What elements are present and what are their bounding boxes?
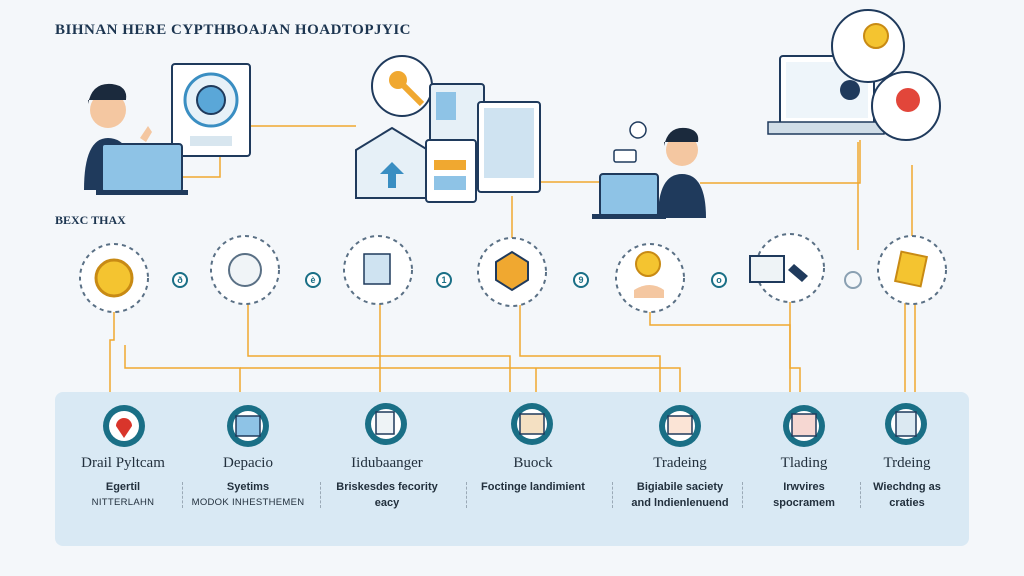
step-desc-3: Briskesdes fecority eacy [317, 479, 457, 511]
node-row [79, 233, 947, 313]
divider [860, 482, 861, 508]
node-3 [343, 235, 413, 305]
node-4 [477, 237, 547, 307]
step-desc-6-line1: Irwvires [783, 481, 825, 493]
step-desc-7: Wiechdng as craties [837, 479, 977, 511]
step-desc-2-line2: MODOK INHESTHEMEN [191, 497, 305, 508]
step-title-5: Tradeing [653, 455, 707, 471]
step-desc-1-line1: Egertil [105, 481, 141, 493]
divider [320, 482, 321, 508]
step-desc-4: Foctinge landimient [463, 479, 603, 495]
connector-badge-3: 1 [436, 272, 452, 288]
divider [182, 482, 183, 508]
section-label: BEXC THAX [55, 213, 126, 227]
node-1 [79, 243, 149, 313]
step-title-1: Drail Pyltcam [81, 455, 165, 471]
divider [466, 482, 467, 508]
chart-icon [783, 405, 825, 447]
step-desc-3-line1: Briskesdes fecority [336, 481, 438, 493]
connector-badge-4: 9 [573, 272, 589, 288]
step-desc-4-line1: Foctinge landimient [481, 481, 585, 493]
server-icon [227, 405, 269, 447]
node-2 [210, 235, 280, 305]
step-title-7: Trdeing [883, 455, 931, 471]
step-desc-6: Irwvires spocramem [734, 479, 874, 511]
step-title-3: Iidubaanger [351, 455, 423, 471]
step-desc-2-line1: Syetims [226, 481, 270, 493]
connector-badge-2: è [305, 272, 321, 288]
laptop-cloud-illustration [767, 9, 941, 141]
step-desc-7-line1: Wiechdng as [873, 481, 941, 493]
connector-badge-1: ð [172, 272, 188, 288]
report-icon [885, 403, 927, 445]
step-desc-5-line1: Bigiabile saciety [636, 481, 724, 493]
step-desc-7-line2: craties [889, 497, 925, 509]
node-7 [877, 235, 947, 305]
step-desc-2: Syetims MODOK INHESTHEMEN [178, 479, 318, 511]
step-desc-1: Egertil NITTERLAHN [53, 479, 193, 511]
center-illustration [355, 55, 541, 203]
gear-icon [844, 271, 862, 289]
document-icon [365, 403, 407, 445]
step-desc-1-line2: NITTERLAHN [91, 497, 155, 508]
step-title-2: Depacio [223, 455, 273, 471]
page-title: BIHNAN HERE CYPTHBOAJAN HOADTOPJYIC [55, 22, 412, 38]
block-icon [511, 403, 553, 445]
person-laptop-1 [84, 63, 251, 195]
divider [742, 482, 743, 508]
person-laptop-2 [592, 121, 706, 219]
step-desc-6-line2: spocramem [773, 497, 835, 509]
step-title-4: Buock [513, 455, 553, 471]
divider [612, 482, 613, 508]
trading-icon [659, 405, 701, 447]
step-title-6: Tlading [780, 455, 828, 471]
node-5 [615, 243, 685, 313]
step-desc-5-line2: and lndienlenuend [631, 497, 729, 509]
step-desc-3-line2: eacy [374, 497, 400, 509]
step-desc-5: Bigiabile saciety and lndienlenuend [610, 479, 750, 511]
node-6 [749, 233, 825, 303]
connector-badge-5: o [711, 272, 727, 288]
location-pin-icon [103, 405, 145, 447]
